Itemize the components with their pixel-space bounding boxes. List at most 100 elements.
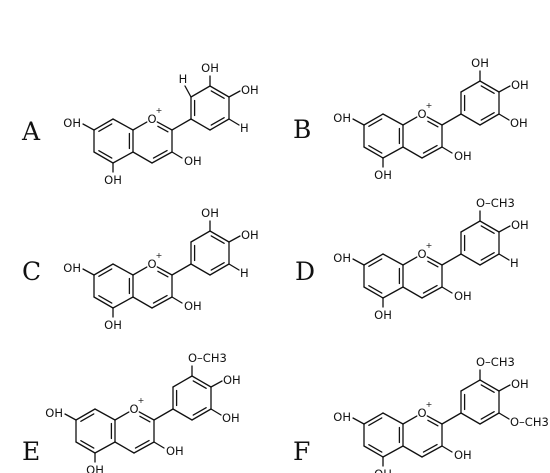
methoxy-label: O–CH3 (510, 415, 549, 429)
bond (479, 253, 500, 266)
hydroxyl-label: OH (45, 406, 63, 420)
bond (421, 146, 443, 159)
double-bond (210, 90, 225, 100)
bond (153, 408, 174, 421)
double-bond (98, 149, 113, 159)
bond (112, 263, 134, 276)
double-bond (368, 443, 383, 453)
bond (94, 408, 116, 421)
bond (114, 441, 135, 454)
hydroxyl-label: OH (63, 261, 81, 275)
bond (498, 253, 510, 261)
bond (190, 230, 211, 243)
bond (479, 113, 500, 126)
bond (172, 375, 193, 388)
bond (402, 445, 423, 458)
bond (441, 113, 462, 126)
bond (441, 253, 462, 266)
ring-oxygen-label: O (147, 112, 156, 126)
bond (210, 380, 223, 388)
double-bond (368, 417, 383, 427)
ring-oxygen-label: O (417, 247, 426, 261)
bond (363, 253, 384, 266)
double-bond (480, 85, 495, 95)
panel-label-b: B (293, 115, 311, 144)
double-bond (368, 144, 383, 154)
hydroxyl-label: OH (454, 448, 472, 462)
double-bond (210, 116, 225, 126)
panel-label-d: D (295, 257, 315, 286)
bond (460, 412, 481, 425)
bond (112, 296, 134, 309)
bond (421, 445, 443, 458)
double-bond (152, 149, 168, 159)
double-bond (427, 120, 439, 128)
hydroxyl-label: OH (374, 168, 392, 182)
hydroxyl-label: OH (184, 299, 202, 313)
bond (382, 146, 404, 159)
hydroxyl-label: OH (511, 377, 529, 391)
ring-oxygen-label: O (147, 257, 156, 271)
bond (498, 225, 511, 233)
hydroxyl-label: OH (166, 444, 184, 458)
bond (382, 253, 404, 266)
bond (402, 415, 418, 425)
bond (402, 146, 423, 159)
bond (190, 263, 211, 276)
bond (171, 296, 183, 304)
bond (460, 80, 481, 93)
double-bond (98, 294, 113, 304)
bond (460, 113, 481, 126)
positive-charge: + (426, 101, 433, 110)
double-bond (98, 268, 113, 278)
bond (156, 266, 173, 276)
positive-charge: + (426, 241, 433, 250)
double-bond (134, 439, 150, 449)
hydroxyl-label: OH (510, 116, 528, 130)
bond (209, 263, 230, 276)
bond (112, 118, 134, 131)
bond (228, 263, 240, 271)
bond (132, 266, 148, 276)
hydroxyl-label: OH (333, 251, 351, 265)
bond (441, 445, 453, 453)
bond (93, 118, 114, 131)
bond (171, 118, 192, 131)
bond (93, 296, 114, 309)
double-bond (427, 260, 439, 268)
hydroxyl-label: OH (511, 78, 529, 92)
bond (171, 151, 183, 159)
hydroxyl-label: OH (104, 318, 122, 332)
hydrogen-label: H (510, 256, 519, 270)
bond (363, 445, 384, 458)
bond (382, 286, 404, 299)
bond (479, 80, 500, 93)
bond (138, 411, 155, 421)
bond (112, 151, 134, 164)
double-bond (422, 284, 438, 294)
double-bond (157, 125, 169, 133)
bond (363, 113, 384, 126)
bond (352, 118, 365, 126)
bond (382, 445, 404, 458)
bond (441, 146, 453, 154)
hydroxyl-label: OH (454, 149, 472, 163)
double-bond (480, 251, 495, 261)
panel-label-a: A (21, 117, 41, 146)
bond (228, 118, 240, 126)
bond (156, 121, 173, 131)
bond (191, 408, 212, 421)
bond (191, 375, 212, 388)
hydrogen-label: H (179, 72, 188, 86)
hydroxyl-label: OH (201, 206, 219, 220)
bond (402, 116, 418, 126)
bond (184, 85, 192, 98)
bond (172, 408, 193, 421)
double-bond (422, 144, 438, 154)
bond (382, 412, 404, 425)
double-bond (192, 406, 207, 416)
hydrogen-label: H (240, 121, 249, 135)
